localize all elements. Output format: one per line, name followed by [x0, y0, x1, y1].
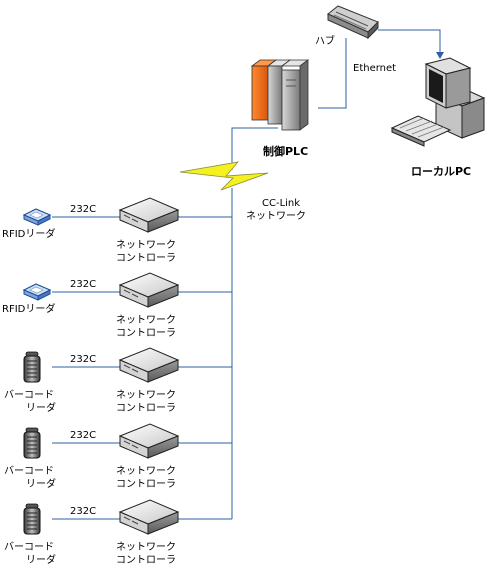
device-label-line2: リーダ [26, 477, 56, 490]
pc-icon [390, 57, 486, 147]
controller-label-line2: コントローラ [116, 327, 176, 339]
controller-label-line2: コントローラ [116, 478, 176, 490]
rfid-reader-icon [23, 208, 51, 226]
controller-label-line1: ネットワーク [116, 389, 176, 401]
hub-label: ハブ [315, 34, 335, 47]
cclink-label-line2: ネットワーク [246, 210, 306, 222]
plc-icon [250, 59, 310, 131]
controller-label-line1: ネットワーク [116, 239, 176, 251]
controller-label-line1: ネットワーク [116, 314, 176, 326]
rfid-reader-icon [23, 283, 51, 301]
cclink-label-line1: CC-Link [262, 198, 300, 209]
hub-to-plc-wire [318, 38, 347, 109]
link-232c-label: 232C [70, 204, 96, 215]
network-controller-icon [119, 197, 179, 233]
device-label-line1: バーコード [4, 389, 54, 401]
wires [231, 29, 444, 519]
controller-label-line2: コントローラ [116, 252, 176, 264]
device-label-line2: リーダ [26, 401, 56, 414]
network-controller-icon [119, 347, 179, 383]
hub-icon [327, 5, 379, 40]
pc-arrow-icon [436, 52, 444, 59]
link-232c-label: 232C [70, 354, 96, 365]
pc-label: ローカルPC [411, 165, 471, 178]
row-wires [52, 216, 232, 520]
barcode-reader-icon [23, 351, 41, 383]
lightning-icon [179, 161, 269, 191]
network-controller-icon [119, 423, 179, 459]
link-232c-label: 232C [70, 506, 96, 517]
device-label-line1: バーコード [4, 465, 54, 477]
link-232c-label: 232C [70, 430, 96, 441]
controller-label-line1: ネットワーク [116, 465, 176, 477]
network-controller-icon [119, 499, 179, 535]
hub-to-pc-wire [378, 29, 441, 55]
ethernet-label: Ethernet [353, 63, 396, 74]
plc-to-trunk-wire [231, 127, 278, 170]
device-label-line2: リーダ [26, 553, 56, 566]
controller-label-line2: コントローラ [116, 554, 176, 566]
device-label-line1: RFIDリーダ [2, 302, 55, 315]
controller-label-line2: コントローラ [116, 402, 176, 414]
link-232c-label: 232C [70, 279, 96, 290]
controller-label-line1: ネットワーク [116, 541, 176, 553]
barcode-reader-icon [23, 427, 41, 459]
device-label-line1: バーコード [4, 541, 54, 553]
network-controller-icon [119, 272, 179, 308]
barcode-reader-icon [23, 503, 41, 535]
plc-label: 制御PLC [263, 144, 308, 158]
device-label-line1: RFIDリーダ [2, 227, 55, 240]
